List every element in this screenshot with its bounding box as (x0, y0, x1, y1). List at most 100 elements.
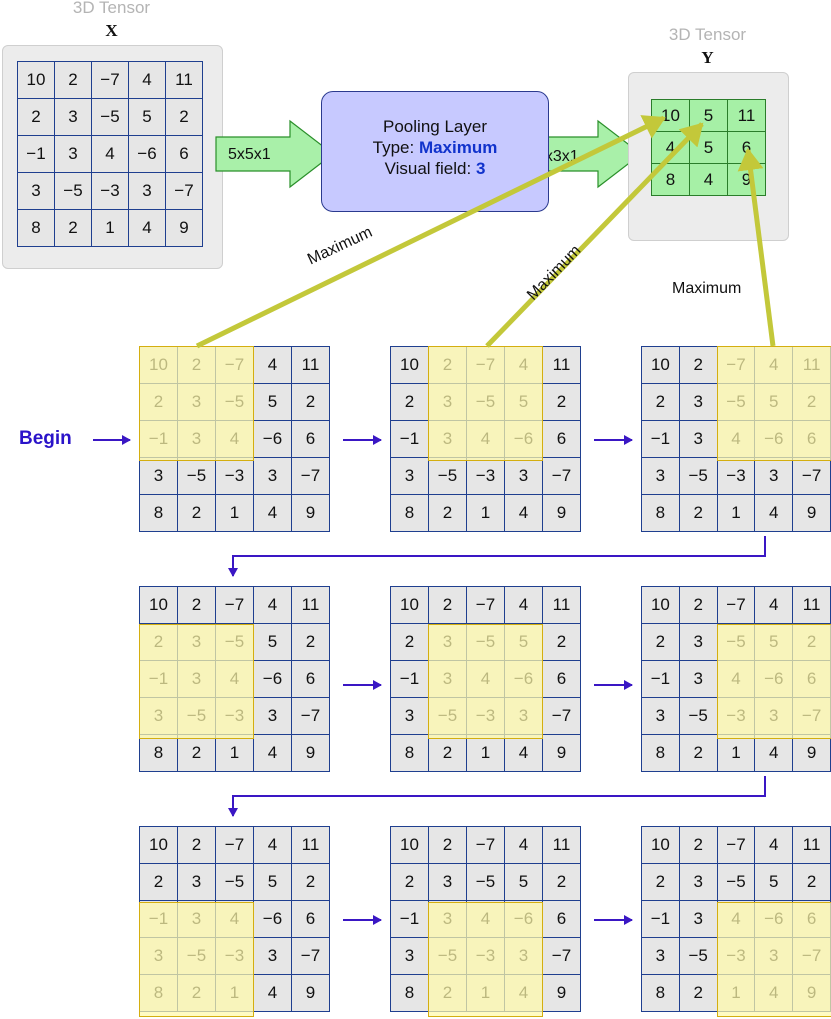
grid-cell: 10 (390, 826, 429, 864)
grid-cell: 3 (54, 135, 92, 173)
grid-cell: 2 (428, 346, 467, 384)
grid-cell: 4 (504, 586, 543, 624)
grid-cell: 2 (165, 98, 203, 136)
grid-cell: 3 (253, 937, 292, 975)
grid-cell: 4 (716, 420, 756, 458)
grid-cell: 6 (792, 420, 831, 458)
grid-cell: 9 (792, 974, 831, 1012)
grid-cell: −5 (428, 697, 467, 735)
grid-cell: 6 (542, 660, 581, 698)
grid-cell: 5 (253, 383, 292, 421)
grid-cell: 8 (641, 974, 680, 1012)
grid-cell: 1 (466, 494, 505, 532)
grid-cell: 2 (542, 863, 581, 901)
grid-cell: 4 (253, 586, 292, 624)
grid-cell: −7 (291, 457, 330, 495)
grid-cell: 4 (466, 900, 505, 938)
grid-cell: 3 (678, 383, 718, 421)
grid-cell: 9 (792, 494, 831, 532)
grid-cell: −6 (754, 900, 794, 938)
grid-cell: 3 (428, 623, 467, 661)
grid-cell: 3 (504, 457, 543, 495)
grid-cell: 4 (651, 131, 690, 164)
grid-cell: 4 (253, 494, 292, 532)
grid-cell: 2 (792, 863, 831, 901)
grid-cell: 3 (678, 900, 718, 938)
grid-cell: 11 (542, 346, 581, 384)
grid-cell: 2 (428, 734, 467, 772)
pooling-layer-title: Pooling Layer (383, 117, 487, 136)
grid-cell: −5 (177, 937, 216, 975)
grid-cell: −3 (466, 697, 505, 735)
grid-cell: −1 (390, 420, 429, 458)
grid-cell: 3 (54, 98, 92, 136)
grid-cell: −1 (390, 660, 429, 698)
grid-cell: 4 (716, 660, 756, 698)
grid-cell: 3 (641, 457, 680, 495)
grid-cell: 3 (177, 623, 216, 661)
grid-cell: 6 (542, 900, 581, 938)
grid-cell: 6 (792, 900, 831, 938)
input-tensor-caption: 3D Tensor (72, 0, 151, 17)
grid-cell: 11 (291, 826, 330, 864)
grid-cell: 2 (177, 346, 216, 384)
grid-cell: 11 (291, 586, 330, 624)
grid-cell: −6 (253, 900, 292, 938)
grid-cell: −7 (466, 346, 505, 384)
grid-cell: 3 (428, 900, 467, 938)
grid-cell: 2 (678, 826, 718, 864)
grid-cell: 5 (253, 623, 292, 661)
grid-cell: 3 (641, 697, 680, 735)
grid-cell: 2 (54, 209, 92, 247)
grid-cell: 6 (792, 660, 831, 698)
grid-cell: 3 (641, 937, 680, 975)
grid-cell: 3 (678, 660, 718, 698)
grid-cell: 3 (390, 697, 429, 735)
grid-cell: 2 (641, 383, 680, 421)
grid-cell: 9 (542, 974, 581, 1012)
grid-cell: 3 (754, 697, 794, 735)
pooling-field-value: 3 (475, 159, 486, 178)
grid-cell: −5 (177, 457, 216, 495)
grid-cell: −5 (466, 623, 505, 661)
grid-cell: 3 (17, 172, 55, 210)
grid-cell: −5 (466, 863, 505, 901)
grid-cell: 3 (177, 660, 216, 698)
grid-cell: −3 (215, 697, 254, 735)
grid-cell: 8 (651, 163, 690, 196)
pooling-field-label: Visual field: (384, 159, 476, 178)
output-tensor-caption: 3D Tensor (668, 25, 747, 44)
grid-cell: 8 (641, 494, 680, 532)
grid-cell: 8 (390, 734, 429, 772)
grid-cell: 4 (716, 900, 756, 938)
pooling-type-label: Type: (372, 138, 419, 157)
grid-cell: 9 (291, 494, 330, 532)
grid-cell: 10 (139, 826, 178, 864)
grid-cell: 2 (291, 383, 330, 421)
grid-cell: −7 (716, 586, 756, 624)
grid-cell: 2 (390, 623, 429, 661)
grid-cell: −5 (716, 863, 756, 901)
grid-cell: −3 (466, 937, 505, 975)
grid-cell: 4 (689, 163, 728, 196)
grid-cell: −7 (792, 457, 831, 495)
